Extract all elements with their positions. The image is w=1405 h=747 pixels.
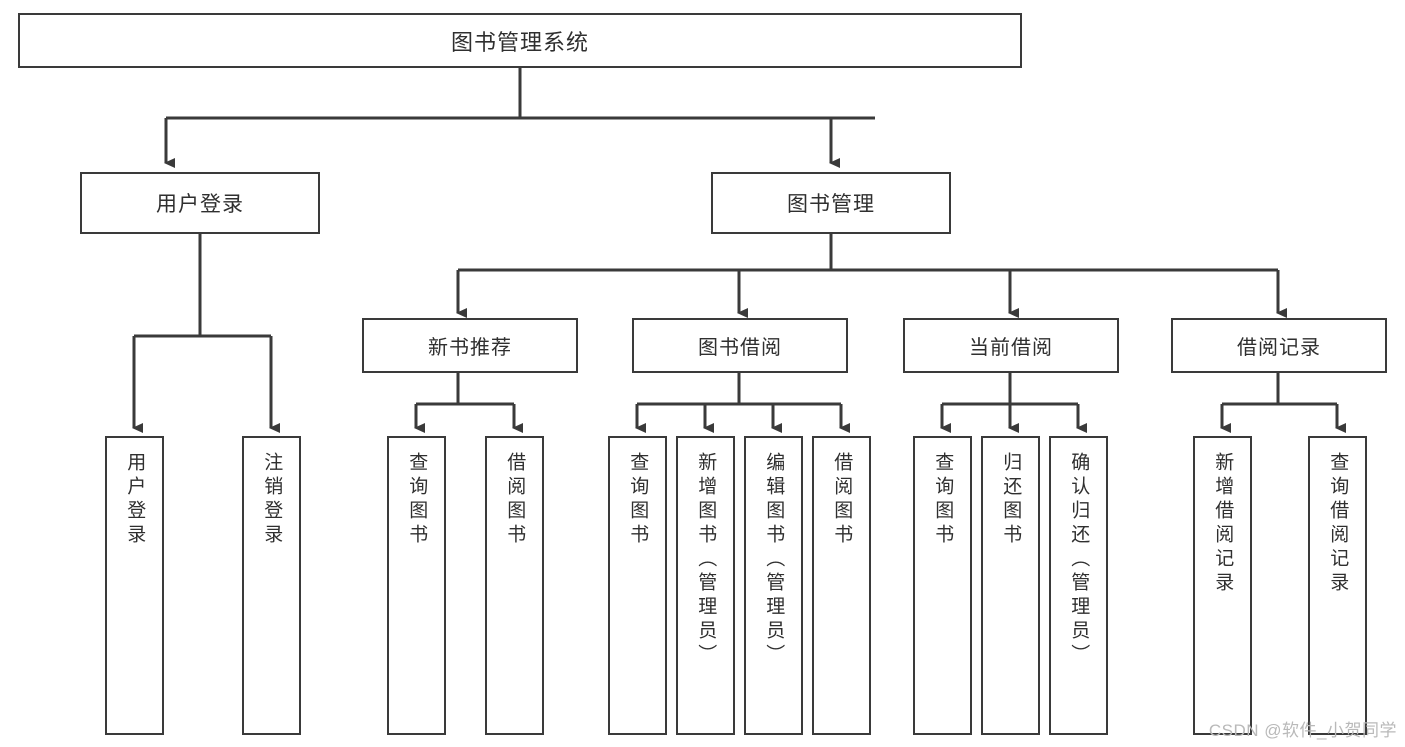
node-new-book-recommend-label: 新书推荐: [428, 337, 512, 359]
node-leaf-query-book-3-label: 查询图书: [932, 452, 954, 548]
node-leaf-user-login[interactable]: 用户登录: [105, 436, 164, 735]
node-leaf-edit-book-label: 编辑图书（管理员）: [763, 452, 785, 668]
node-book-manage[interactable]: 图书管理: [711, 172, 951, 234]
node-leaf-query-book-2[interactable]: 查询图书: [608, 436, 667, 735]
node-leaf-add-book-label: 新增图书（管理员）: [695, 452, 717, 668]
node-leaf-add-book[interactable]: 新增图书（管理员）: [676, 436, 735, 735]
node-leaf-borrow-book-2-label: 借阅图书: [831, 452, 853, 548]
node-leaf-borrow-book-1-label: 借阅图书: [504, 452, 526, 548]
node-user-login-label: 用户登录: [156, 193, 244, 216]
node-leaf-query-book-1-label: 查询图书: [406, 452, 428, 548]
node-leaf-query-record-label: 查询借阅记录: [1327, 452, 1349, 596]
node-leaf-add-record[interactable]: 新增借阅记录: [1193, 436, 1252, 735]
node-borrow-record[interactable]: 借阅记录: [1171, 318, 1387, 373]
watermark: CSDN @软件_小贺同学: [1208, 721, 1397, 740]
node-user-login[interactable]: 用户登录: [80, 172, 320, 234]
node-leaf-query-book-3[interactable]: 查询图书: [913, 436, 972, 735]
node-leaf-confirm-return-label: 确认归还（管理员）: [1068, 452, 1090, 668]
node-book-borrow[interactable]: 图书借阅: [632, 318, 848, 373]
node-leaf-logout-login[interactable]: 注销登录: [242, 436, 301, 735]
node-leaf-add-record-label: 新增借阅记录: [1212, 452, 1234, 596]
node-leaf-logout-login-label: 注销登录: [261, 452, 283, 548]
node-leaf-return-book[interactable]: 归还图书: [981, 436, 1040, 735]
node-borrow-record-label: 借阅记录: [1237, 337, 1321, 359]
node-root-label: 图书管理系统: [450, 29, 589, 55]
node-leaf-return-book-label: 归还图书: [1000, 452, 1022, 548]
node-leaf-borrow-book-1[interactable]: 借阅图书: [485, 436, 544, 735]
node-book-manage-label: 图书管理: [787, 193, 875, 216]
node-leaf-borrow-book-2[interactable]: 借阅图书: [812, 436, 871, 735]
node-leaf-edit-book[interactable]: 编辑图书（管理员）: [744, 436, 803, 735]
node-book-borrow-label: 图书借阅: [698, 337, 782, 359]
node-leaf-query-book-2-label: 查询图书: [627, 452, 649, 548]
node-leaf-query-book-1[interactable]: 查询图书: [387, 436, 446, 735]
node-leaf-query-record[interactable]: 查询借阅记录: [1308, 436, 1367, 735]
node-current-borrow-label: 当前借阅: [969, 337, 1053, 359]
node-new-book-recommend[interactable]: 新书推荐: [362, 318, 578, 373]
node-leaf-user-login-label: 用户登录: [124, 452, 146, 548]
node-root[interactable]: 图书管理系统: [18, 13, 1022, 68]
node-leaf-confirm-return[interactable]: 确认归还（管理员）: [1049, 436, 1108, 735]
node-current-borrow[interactable]: 当前借阅: [903, 318, 1119, 373]
